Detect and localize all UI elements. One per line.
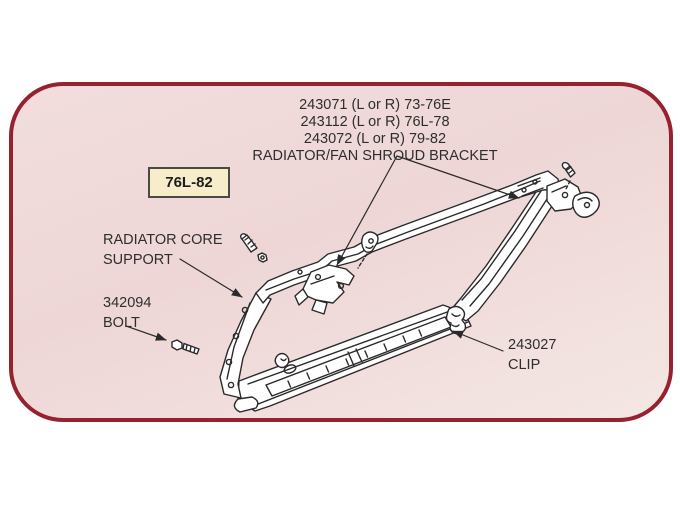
leader-core-support xyxy=(179,258,243,298)
right-shroud-bracket xyxy=(546,161,600,218)
leader-lines xyxy=(125,155,520,352)
clip-label: 243027 CLIP xyxy=(508,336,556,375)
callout-line-3: 243072 (L or R) 79-82 xyxy=(303,131,447,147)
core-support-line-2: SUPPORT xyxy=(103,251,173,268)
core-support-line-1: RADIATOR CORE xyxy=(103,232,223,248)
beam-end-foot xyxy=(233,396,259,413)
year-range-badge: 76L-82 xyxy=(148,167,230,198)
upper-bolt-and-washer xyxy=(239,233,268,263)
bracket-callout: 243071 (L or R) 73-76E 243112 (L or R) 7… xyxy=(235,97,515,165)
leader-callout-to-right-bracket xyxy=(396,155,520,199)
leader-clip xyxy=(452,330,504,352)
right-bracket-bolt xyxy=(561,161,576,190)
clip-part-name: CLIP xyxy=(508,356,541,373)
callout-line-1: 243071 (L or R) 73-76E xyxy=(299,97,451,113)
left-member xyxy=(219,292,272,399)
lower-beam xyxy=(233,304,472,413)
beam-oval-hole xyxy=(283,364,297,374)
callout-line-2: 243112 (L or R) 76L-78 xyxy=(300,114,450,130)
clip-part-number: 243027 xyxy=(508,337,557,353)
bolt-label: 342094 BOLT xyxy=(103,294,151,333)
leader-bolt xyxy=(125,325,167,341)
bolt-part-name: BOLT xyxy=(103,314,140,331)
leader-callout-to-center-bracket xyxy=(336,155,398,266)
bolt-part-number: 342094 xyxy=(103,295,152,311)
center-shroud-bracket xyxy=(294,264,355,315)
year-range-label: 76L-82 xyxy=(165,174,213,191)
beam-tick-marks xyxy=(287,329,423,388)
bolt-342094-part xyxy=(171,339,200,355)
center-clip xyxy=(357,231,379,269)
washer-nut xyxy=(257,252,268,263)
radiator-core-support-label: RADIATOR CORE SUPPORT xyxy=(103,231,223,270)
callout-line-4: RADIATOR/FAN SHROUD BRACKET xyxy=(252,148,498,164)
